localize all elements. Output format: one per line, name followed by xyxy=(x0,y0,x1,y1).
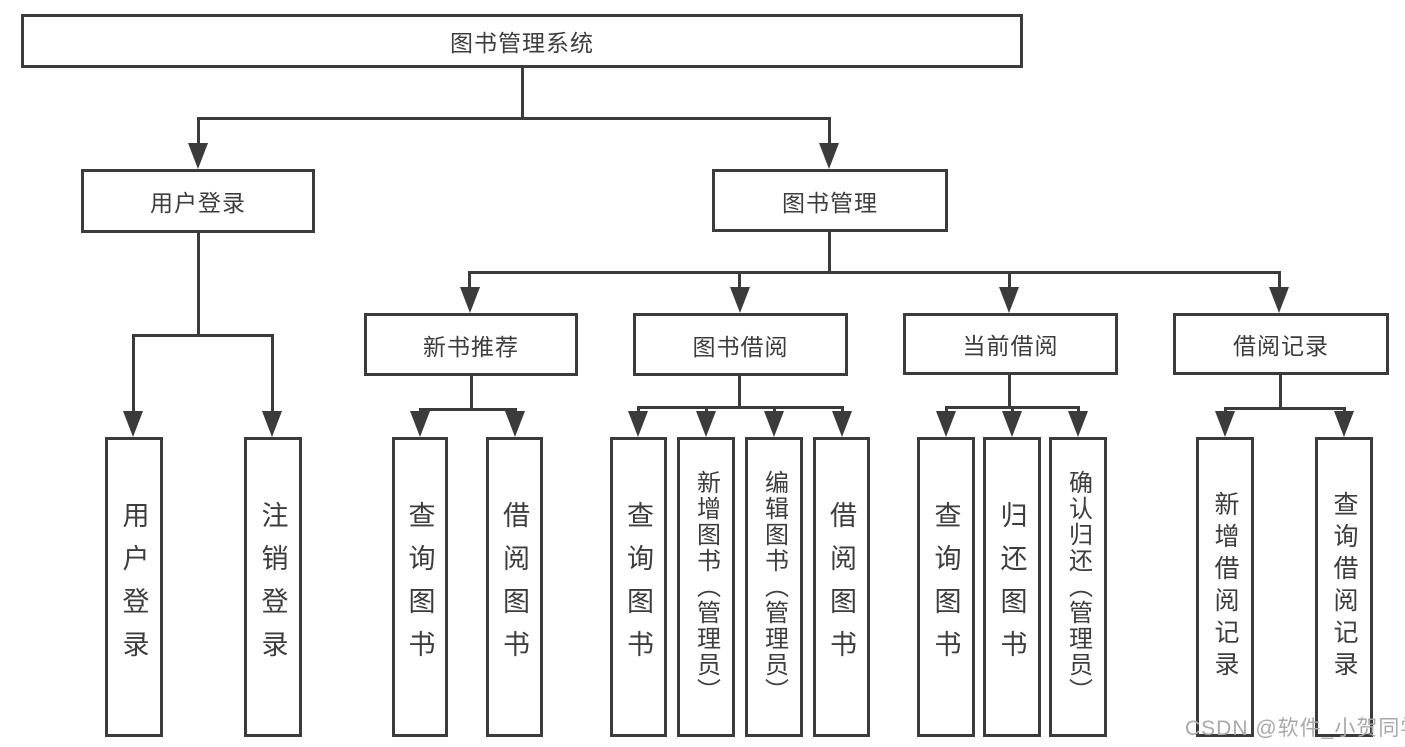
arrowhead-leaf-logout xyxy=(262,411,282,437)
leaf-user-login: 用户登录 xyxy=(105,437,163,737)
arrowhead-nbr-query xyxy=(410,411,430,437)
connector-login-right-drop xyxy=(271,334,274,411)
leaf-bb-edit-book-admin: 编辑图书（管理员） xyxy=(745,437,803,737)
arrowhead-current-borrowing xyxy=(999,287,1019,313)
arrowhead-nbr-borrow xyxy=(505,411,525,437)
node-book-management-label: 图书管理 xyxy=(782,189,878,216)
leaf-br-query-record: 查询借阅记录 xyxy=(1315,437,1373,737)
connector-mgmt-stem xyxy=(828,232,831,274)
arrowhead-cb-return xyxy=(1002,411,1022,437)
arrowhead-cb-query xyxy=(936,411,956,437)
leaf-cb-return-books: 归还图书 xyxy=(983,437,1041,737)
arrowhead-bb-query xyxy=(628,411,648,437)
connector-login-rail xyxy=(132,334,274,337)
leaf-nbr-query-books-label: 查询图书 xyxy=(404,501,435,673)
leaf-bb-query-books-label: 查询图书 xyxy=(623,501,653,673)
node-new-book-recommend: 新书推荐 xyxy=(364,313,578,376)
arrowhead-bb-add xyxy=(696,411,716,437)
node-user-login-label: 用户登录 xyxy=(150,190,246,216)
connector-br-stem xyxy=(1279,375,1282,409)
node-borrowing-records-label: 借阅记录 xyxy=(1233,333,1329,359)
connector-root-left-drop xyxy=(197,117,200,145)
leaf-bb-edit-book-admin-label: 编辑图书（管理员） xyxy=(760,470,788,704)
node-borrowing-records: 借阅记录 xyxy=(1173,313,1389,375)
connector-root-right-drop xyxy=(828,117,831,145)
connector-bb-drop-3 xyxy=(773,406,776,413)
leaf-br-add-record: 新增借阅记录 xyxy=(1196,437,1254,737)
connector-mgmt-drop-3 xyxy=(1008,271,1011,289)
arrowhead-leaf-user-login xyxy=(123,411,143,437)
connector-login-left-drop xyxy=(132,334,135,411)
leaf-bb-add-book-admin-label: 新增图书（管理员） xyxy=(692,470,720,704)
connector-root-rail xyxy=(197,117,831,120)
connector-br-rail xyxy=(1224,407,1346,410)
leaf-br-query-record-label: 查询借阅记录 xyxy=(1330,491,1358,683)
leaf-bb-borrow-books: 借阅图书 xyxy=(813,437,870,737)
leaf-logout-label: 注销登录 xyxy=(257,501,288,673)
connector-mgmt-rail xyxy=(469,271,1281,274)
node-current-borrowing-label: 当前借阅 xyxy=(962,333,1059,359)
connector-br-drop-2 xyxy=(1343,407,1346,413)
connector-login-stem xyxy=(197,233,200,337)
connector-mgmt-drop-4 xyxy=(1278,271,1281,289)
connector-cb-stem xyxy=(1008,375,1011,408)
node-book-borrowing: 图书借阅 xyxy=(633,313,848,376)
node-new-book-recommend-label: 新书推荐 xyxy=(423,333,519,360)
node-current-borrowing: 当前借阅 xyxy=(903,313,1118,375)
leaf-user-login-label: 用户登录 xyxy=(118,501,149,673)
leaf-bb-borrow-books-label: 借阅图书 xyxy=(826,501,856,673)
connector-mgmt-drop-1 xyxy=(468,271,471,289)
leaf-br-add-record-label: 新增借阅记录 xyxy=(1211,491,1239,683)
connector-bb-drop-1 xyxy=(637,406,640,413)
arrowhead-cb-confirm xyxy=(1068,411,1088,437)
node-user-login: 用户登录 xyxy=(81,169,315,233)
node-library-system: 图书管理系统 xyxy=(21,14,1023,68)
node-library-system-label: 图书管理系统 xyxy=(450,30,594,56)
connector-bb-drop-2 xyxy=(705,406,708,413)
leaf-cb-return-books-label: 归还图书 xyxy=(996,501,1027,673)
csdn-watermark: CSDN @软件_小贺同学 xyxy=(1185,717,1405,740)
leaf-logout: 注销登录 xyxy=(244,437,302,737)
connector-bb-stem xyxy=(738,376,741,409)
arrowhead-br-add xyxy=(1215,411,1235,437)
connector-cb-drop-2 xyxy=(1011,406,1014,413)
connector-bb-rail xyxy=(637,406,844,409)
arrowhead-book-borrowing xyxy=(730,287,750,313)
leaf-cb-confirm-return-admin: 确认归还（管理员） xyxy=(1049,437,1107,737)
arrowhead-borrowing-records xyxy=(1269,287,1289,313)
arrowhead-bb-edit xyxy=(764,411,784,437)
connector-cb-drop-3 xyxy=(1077,406,1080,413)
leaf-cb-query-books: 查询图书 xyxy=(917,437,975,737)
arrowhead-bb-borrow xyxy=(832,411,852,437)
connector-bb-drop-4 xyxy=(841,406,844,413)
node-book-management: 图书管理 xyxy=(712,169,948,232)
connector-nbr-rail xyxy=(419,408,517,411)
node-book-borrowing-label: 图书借阅 xyxy=(692,333,789,360)
connector-br-drop-1 xyxy=(1224,407,1227,413)
arrowhead-new-book-recommend xyxy=(460,287,480,313)
leaf-nbr-query-books: 查询图书 xyxy=(392,437,448,737)
connector-mgmt-drop-2 xyxy=(738,271,741,289)
arrowhead-br-query xyxy=(1334,411,1354,437)
leaf-nbr-borrow-books: 借阅图书 xyxy=(486,437,543,737)
leaf-cb-query-books-label: 查询图书 xyxy=(930,501,961,673)
connector-nbr-stem xyxy=(470,376,473,410)
leaf-cb-confirm-return-admin-label: 确认归还（管理员） xyxy=(1064,470,1092,704)
connector-cb-drop-1 xyxy=(945,406,948,413)
leaf-bb-query-books: 查询图书 xyxy=(610,437,667,737)
leaf-nbr-borrow-books-label: 借阅图书 xyxy=(499,501,529,673)
connector-root-stem xyxy=(521,68,524,119)
arrowhead-user-login xyxy=(188,143,208,169)
arrowhead-book-management xyxy=(819,143,839,169)
leaf-bb-add-book-admin: 新增图书（管理员） xyxy=(677,437,735,737)
